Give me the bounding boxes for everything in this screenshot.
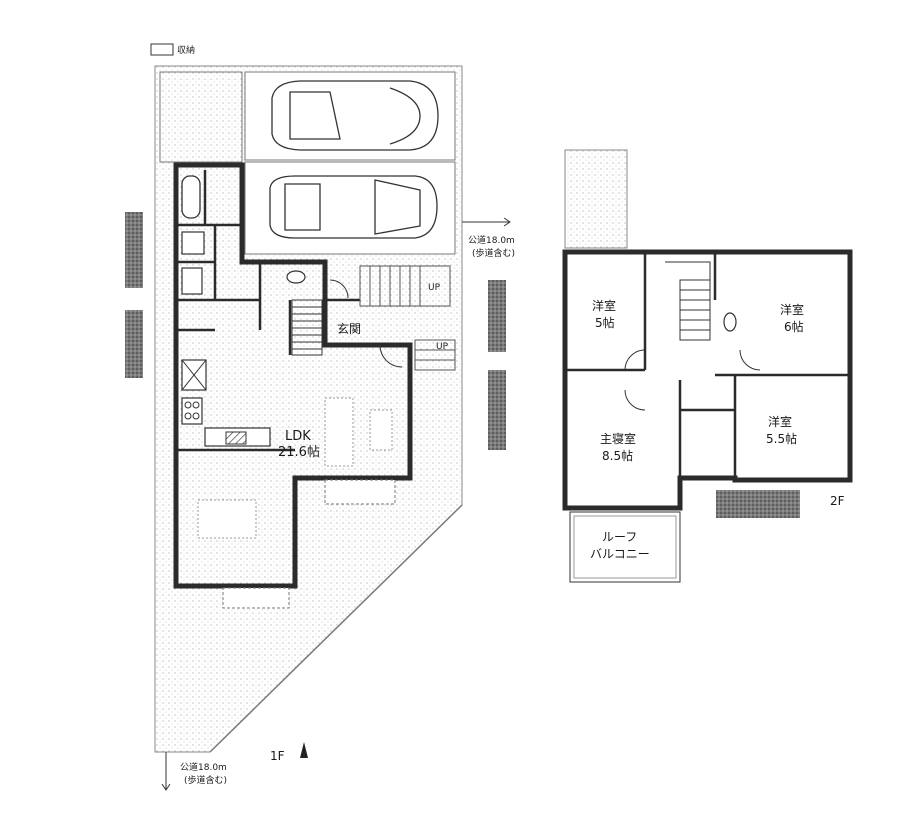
room-a-size: 5帖 [595,315,615,330]
room-c-name: 主寝室 [600,431,636,446]
road-right-label: 公道18.0m [468,234,515,246]
bathtub-icon [181,175,201,219]
room-d-size: 5.5帖 [766,431,797,446]
side-tag-right-1 [488,280,506,352]
sink-icon [181,267,203,295]
up-label-2: UP [436,342,449,352]
car-bottom-icon [269,175,438,239]
room-c-door-icon [624,389,646,411]
room-d-name: 洋室 [768,414,792,429]
side-tags [125,212,506,450]
road-bottom-label: 公道18.0m [180,761,227,773]
floor1-site: LDK 21.6帖 玄関 UP UP 公道18.0m (歩道含む) 公道18.0… [125,65,515,791]
terrace-right [324,479,396,505]
room-b-name: 洋室 [780,302,804,317]
storage-legend-label: 収納 [177,44,195,56]
legend: 収納 [150,43,195,56]
stove-icon [181,397,203,425]
balcony-line1: ルーフ [602,530,637,544]
room-a-name: 洋室 [592,298,616,313]
dining-table [197,499,257,539]
north-arrow-icon [300,742,308,758]
room-b-size: 6帖 [784,319,804,334]
entrance-door-icon [379,344,403,368]
floor2-label: 2F [830,494,845,508]
balcony-line2: バルコニー [590,547,650,561]
storage-area-left [159,71,243,163]
toilet1-icon [286,270,306,284]
room-c-size: 8.5帖 [602,448,633,463]
floor1-label: 1F [270,749,285,763]
terrace-bottom [222,587,290,609]
coffee-table [369,409,393,451]
floor2-dark-strip [716,490,800,518]
entrance-label: 玄関 [337,321,361,336]
floor2-void-above [564,149,628,249]
floor1-interior-walls [176,170,360,452]
side-tag-left-2 [125,310,143,378]
toilet-door-icon [329,279,349,299]
ldk-size: 21.6帖 [278,445,320,460]
kitchen-sink-hatch [225,431,247,445]
toilet2-icon [723,312,737,332]
road-right-sub: (歩道含む) [472,247,515,259]
side-tag-left-1 [125,212,143,288]
road-bottom-sub: (歩道含む) [184,774,227,786]
storage-legend-swatch [150,43,174,56]
side-tag-right-2 [488,370,506,450]
floor1-house [173,162,413,589]
ldk-name: LDK [285,429,311,444]
sofa-icon [324,397,354,467]
room-b-door-icon [739,349,761,371]
entry-steps [359,265,456,371]
roof-balcony [569,511,681,583]
washer-icon [181,231,205,255]
up-label-1: UP [428,283,441,293]
floor2-stairs [665,261,711,341]
lot-diagonal-edge [209,504,463,753]
floor2-plan: 洋室 5帖 洋室 6帖 主寝室 8.5帖 洋室 5.5帖 ルーフ バルコニー 2… [562,149,853,583]
floor2-interior-walls [565,252,850,480]
car-top-icon [271,80,439,151]
room-a-door-icon [624,349,646,371]
floor1-stairs [291,299,323,356]
